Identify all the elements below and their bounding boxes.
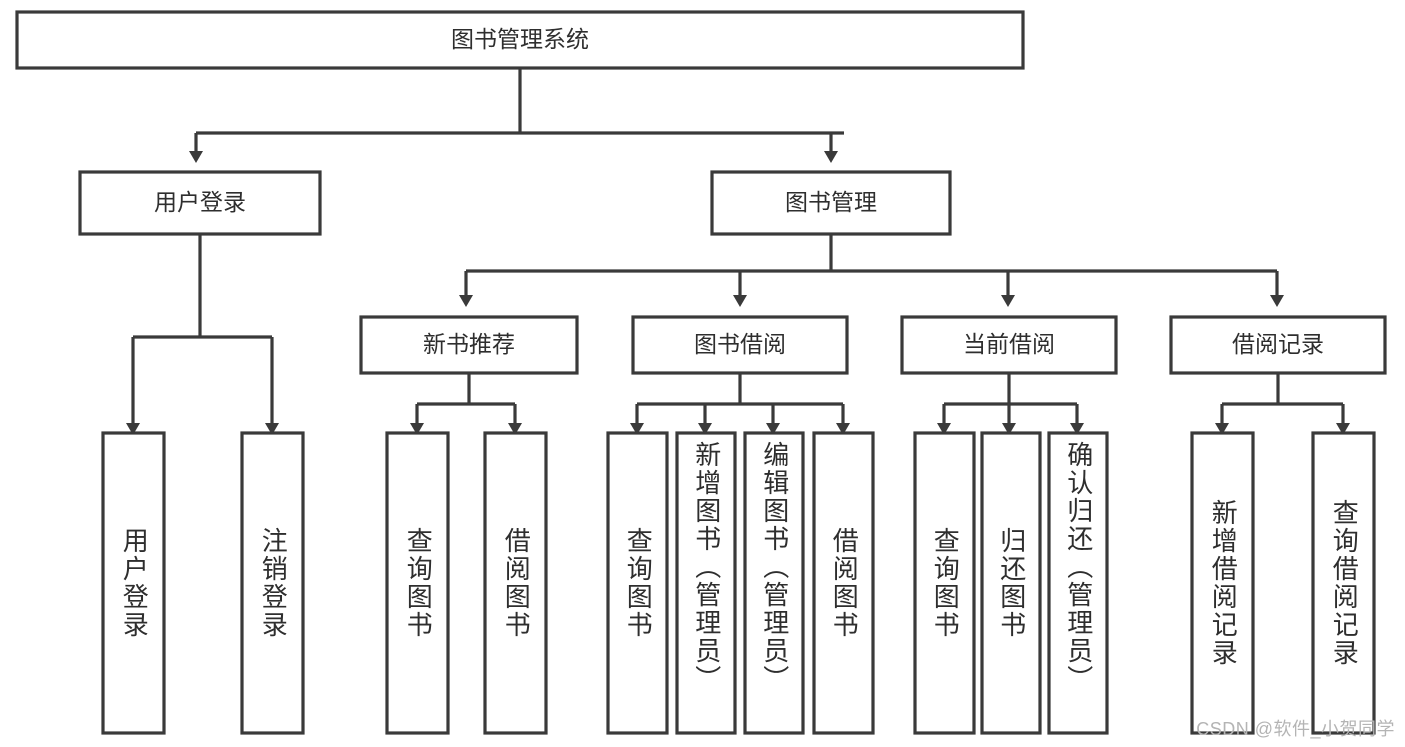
leaf-borrow-book-2-box (812, 431, 875, 735)
link-new-book-recommend-to-leaves (410, 373, 522, 435)
leaf-query-record[interactable] (1311, 431, 1376, 735)
leaf-add-book[interactable] (675, 431, 737, 735)
leaf-borrow-book-1[interactable] (483, 431, 548, 735)
leaf-query-book-2-box (606, 431, 669, 735)
current-borrow-box (900, 315, 1118, 375)
leaf-logout-box (240, 431, 305, 735)
node-book-borrow[interactable]: 图书借阅 (631, 315, 849, 375)
user-login-box (78, 170, 322, 236)
leaf-edit-book[interactable] (743, 431, 805, 735)
link-root-to-level2 (189, 68, 844, 163)
leaf-return-book[interactable] (980, 431, 1042, 735)
new-book-recommend-box (359, 315, 579, 375)
leaf-query-book-3[interactable] (913, 431, 976, 735)
user-login-label: 用户登录 (154, 189, 246, 215)
leaf-user-login[interactable] (101, 431, 166, 735)
leaf-user-login-box (101, 431, 166, 735)
leaf-query-record-box (1311, 431, 1376, 735)
borrow-record-label: 借阅记录 (1232, 331, 1324, 357)
node-user-login[interactable]: 用户登录 (78, 170, 322, 236)
leaf-confirm-return[interactable] (1047, 431, 1109, 735)
leaf-logout[interactable] (240, 431, 305, 735)
book-borrow-label: 图书借阅 (694, 331, 786, 357)
link-borrow-record-to-leaves (1215, 373, 1350, 435)
leaf-add-book-box (675, 431, 737, 735)
leaf-query-book-2[interactable] (606, 431, 669, 735)
leaf-borrow-book-1-box (483, 431, 548, 735)
link-user-login-to-leaves (126, 234, 279, 435)
leaf-query-book-1-box (385, 431, 450, 735)
link-book-manage-to-level3 (459, 234, 1284, 307)
leaf-borrow-book-2[interactable] (812, 431, 875, 735)
link-book-borrow-to-leaves (630, 373, 850, 435)
current-borrow-label: 当前借阅 (963, 331, 1055, 357)
leaf-query-book-1[interactable] (385, 431, 450, 735)
node-new-book-recommend[interactable]: 新书推荐 (359, 315, 579, 375)
leaf-add-record[interactable] (1190, 431, 1255, 735)
root-box (15, 10, 1025, 70)
leaf-add-record-box (1190, 431, 1255, 735)
leaf-confirm-return-box (1047, 431, 1109, 735)
link-current-borrow-to-leaves (937, 373, 1084, 435)
node-book-manage[interactable]: 图书管理 (710, 170, 952, 236)
watermark: CSDN @软件_小贺同学 (1196, 719, 1395, 739)
node-current-borrow[interactable]: 当前借阅 (900, 315, 1118, 375)
leaf-edit-book-box (743, 431, 805, 735)
node-borrow-record[interactable]: 借阅记录 (1169, 315, 1387, 375)
new-book-recommend-label: 新书推荐 (423, 331, 515, 357)
leaf-return-book-box (980, 431, 1042, 735)
root-label: 图书管理系统 (451, 26, 589, 52)
leaf-query-book-3-box (913, 431, 976, 735)
node-root[interactable]: 图书管理系统 (15, 10, 1025, 70)
book-manage-label: 图书管理 (785, 189, 877, 215)
